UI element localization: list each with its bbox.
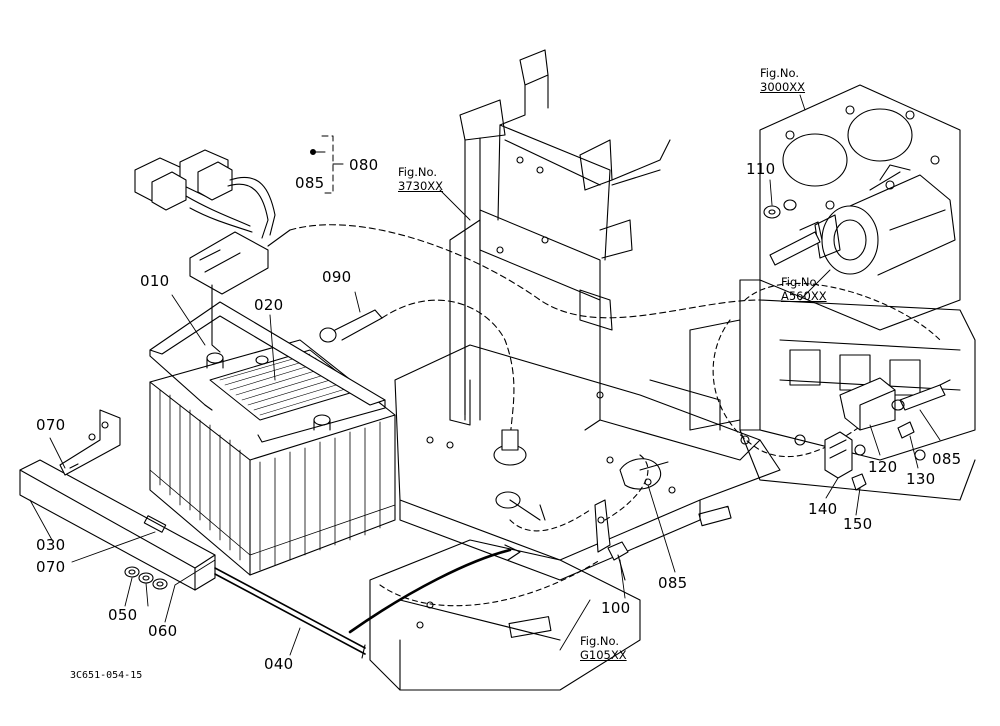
part-label-030: 030 <box>36 536 66 554</box>
battery-holder-frame <box>150 302 385 442</box>
fig-ref-title: Fig.No. <box>781 275 821 289</box>
part-label-070-top: 070 <box>36 416 66 434</box>
leader-lines <box>30 95 940 655</box>
fig-ref-a560xx: Fig.No. A560XX <box>781 275 827 304</box>
fig-ref-3730xx: Fig.No. 3730XX <box>398 165 443 194</box>
part-label-070-bottom: 070 <box>36 558 66 576</box>
part-label-080: 080 <box>349 156 379 174</box>
part-label-010: 010 <box>140 272 170 290</box>
fig-ref-number: G105XX <box>580 648 627 663</box>
battery-cable-positive <box>290 225 760 508</box>
fig-ref-3000xx: Fig.No. 3000XX <box>760 66 805 95</box>
fig-ref-title: Fig.No. <box>398 165 438 179</box>
fig-ref-g105xx: Fig.No. G105XX <box>580 634 627 663</box>
part-label-020: 020 <box>254 296 284 314</box>
part-label-040: 040 <box>264 655 294 673</box>
part-label-085-center: 085 <box>658 574 688 592</box>
fig-ref-title: Fig.No. <box>760 66 800 80</box>
drawing-code: 3C651-054-15 <box>70 670 143 681</box>
wiring-harness <box>135 150 290 352</box>
fig-ref-number: 3000XX <box>760 80 806 95</box>
fig-ref-number: 3730XX <box>398 179 444 194</box>
part-label-085-right: 085 <box>932 450 962 468</box>
starter-motor <box>815 165 955 275</box>
nuts-washers <box>125 567 167 589</box>
support-frame <box>450 50 670 430</box>
part-label-050: 050 <box>108 606 138 624</box>
part-label-120: 120 <box>868 458 898 476</box>
part-label-110: 110 <box>746 160 776 178</box>
chassis-frame <box>370 345 780 690</box>
part-label-150: 150 <box>843 515 873 533</box>
engine-block <box>690 85 975 500</box>
bracket-clamp-set <box>825 378 950 490</box>
battery-bolt <box>215 568 365 658</box>
fig-ref-title: Fig.No. <box>580 634 620 648</box>
terminal-110 <box>764 200 822 265</box>
part-label-060: 060 <box>148 622 178 640</box>
part-label-085-harness: 085 <box>295 174 325 192</box>
part-label-090: 090 <box>322 268 352 286</box>
fig-ref-number: A560XX <box>781 289 827 304</box>
battery-cable-negative <box>510 455 675 552</box>
bolt-100 <box>608 542 628 580</box>
part-label-100: 100 <box>601 599 631 617</box>
starter-cable <box>350 283 940 632</box>
part-label-140: 140 <box>808 500 838 518</box>
part-label-130: 130 <box>906 470 936 488</box>
battery-stay <box>20 410 215 590</box>
label-bracket-080 <box>311 136 344 193</box>
